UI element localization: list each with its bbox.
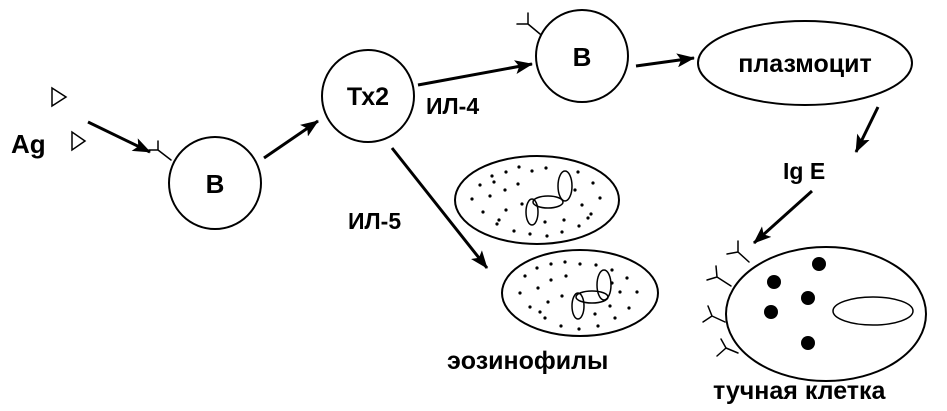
- eosinophil-1-granules: [470, 165, 602, 238]
- antigen-label: Ag: [11, 129, 46, 159]
- b-cell-2-label: B: [573, 42, 592, 72]
- eosinophils-label: эозинофилы: [447, 347, 608, 375]
- antigen-triangles: [51, 86, 87, 152]
- arrow-b-to-th2: [263, 119, 319, 160]
- mast-cell-receptors: [702, 240, 750, 357]
- arrow-th2-to-b2: [417, 60, 533, 87]
- b-cell-1-label: B: [206, 169, 225, 199]
- arrow-b2-to-plasmocyte: [635, 53, 695, 68]
- b-cell-1: B: [148, 136, 262, 230]
- ige-label: Ig E: [783, 158, 825, 184]
- il4-label: ИЛ-4: [426, 93, 479, 119]
- il5-label: ИЛ-5: [348, 208, 401, 234]
- arrow-ige-to-mast-cell: [752, 189, 814, 245]
- arrow-plasmocyte-to-ige: [854, 106, 880, 153]
- b-cell-2: B: [516, 9, 629, 103]
- mast-cell-granules: [764, 257, 826, 350]
- plasmocyte-cell: плазмоцит: [697, 20, 913, 106]
- th2-label: Тх2: [347, 83, 389, 111]
- mast-cell: [702, 240, 927, 382]
- eosinophil-1: [454, 155, 620, 245]
- th2-cell: Тх2: [321, 49, 415, 143]
- arrow-ag-to-b: [87, 120, 151, 154]
- mast-cell-label: тучная клетка: [713, 377, 887, 405]
- arrow-th2-to-eosinophils: [390, 147, 489, 269]
- plasmocyte-label: плазмоцит: [738, 50, 871, 78]
- eosinophil-2: [501, 249, 659, 337]
